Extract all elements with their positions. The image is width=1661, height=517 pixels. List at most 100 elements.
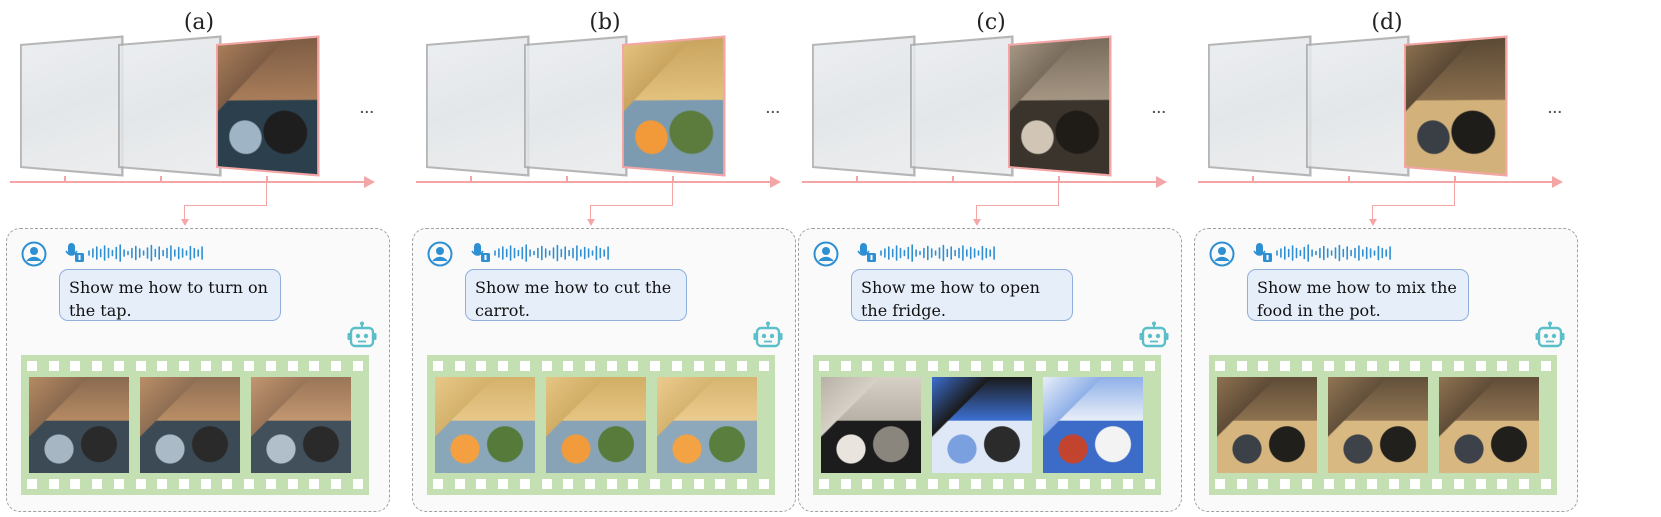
film-hole: [92, 479, 103, 489]
connector-arrowhead: [587, 219, 595, 226]
generated-video-frame: [932, 377, 1032, 473]
user-query-bubble: Show me how to open the fridge.: [851, 269, 1073, 321]
film-hole: [1036, 361, 1047, 371]
waveform-icon: [880, 244, 995, 262]
film-hole: [927, 361, 938, 371]
current-video-frame: [1404, 35, 1508, 177]
film-hole: [1432, 361, 1443, 371]
microphone-icon: [857, 242, 877, 264]
current-video-frame: [1008, 35, 1112, 177]
panel-label: (a): [183, 10, 215, 35]
film-hole: [1144, 479, 1155, 489]
more-frames-ellipsis: ...: [1152, 100, 1167, 116]
past-video-frame: [426, 35, 530, 177]
film-hole: [992, 361, 1003, 371]
dialogue-card: Show me how to turn on the tap.: [6, 228, 390, 512]
generated-video-frame: [29, 377, 129, 473]
mic-icon: [857, 243, 876, 262]
film-hole: [1497, 361, 1508, 371]
timeline-tick: [1454, 176, 1456, 182]
film-hole: [1323, 361, 1334, 371]
film-hole: [905, 361, 916, 371]
film-hole: [971, 361, 982, 371]
film-hole: [628, 361, 639, 371]
film-hole: [884, 361, 895, 371]
audio-waveform-icon: [1275, 243, 1393, 263]
film-hole: [1345, 479, 1356, 489]
generated-video-frame: [251, 377, 351, 473]
film-hole: [1519, 479, 1530, 489]
connector-line: [184, 205, 185, 221]
panel-label: (c): [976, 10, 1006, 35]
film-hole: [737, 479, 748, 489]
robot-icon: [1139, 321, 1169, 348]
timeline-axis: [416, 181, 772, 183]
timeline-arrowhead: [1552, 176, 1563, 188]
mic-icon: [1253, 243, 1272, 262]
film-hole: [563, 361, 574, 371]
film-hole: [606, 361, 617, 371]
audio-waveform-icon: [879, 243, 997, 263]
film-hole: [628, 479, 639, 489]
past-video-frame: [1208, 35, 1312, 177]
generated-video-frame: [657, 377, 757, 473]
film-hole: [563, 479, 574, 489]
film-hole: [1215, 479, 1225, 489]
film-hole: [48, 361, 59, 371]
timeline-axis: [10, 181, 366, 183]
film-hole: [1497, 479, 1508, 489]
connector-line: [976, 205, 1059, 206]
panel-c: (c)... Show me how to open the fridge.: [796, 0, 1186, 517]
connector-arrowhead: [181, 219, 189, 226]
video-frame-stack: ...: [426, 35, 780, 194]
film-hole: [179, 479, 190, 489]
film-hole: [352, 361, 363, 371]
robot-assistant-icon: [753, 321, 783, 349]
mic-icon: [65, 243, 84, 262]
more-frames-ellipsis: ...: [360, 100, 375, 116]
film-strip: [21, 355, 369, 495]
film-perforations-bottom: [819, 479, 1155, 489]
film-hole: [27, 361, 37, 371]
film-hole: [1475, 361, 1486, 371]
film-hole: [905, 479, 916, 489]
film-hole: [758, 479, 769, 489]
panel-a: (a)... Show me how to turn on the tap.: [4, 0, 394, 517]
connector-line: [1058, 181, 1059, 205]
film-hole: [498, 479, 509, 489]
connector-arrowhead: [973, 219, 981, 226]
film-hole: [157, 479, 168, 489]
film-hole: [1036, 479, 1047, 489]
robot-icon: [347, 321, 377, 348]
film-hole: [1123, 479, 1134, 489]
film-hole: [433, 479, 443, 489]
timeline-tick: [1058, 176, 1060, 182]
user-query-bubble: Show me how to mix the food in the pot.: [1247, 269, 1469, 321]
timeline-axis: [802, 181, 1158, 183]
connector-line: [590, 205, 591, 221]
film-hole: [971, 479, 982, 489]
microphone-icon: [471, 242, 491, 264]
film-hole: [92, 361, 103, 371]
robot-assistant-icon: [347, 321, 377, 349]
film-hole: [650, 479, 661, 489]
film-hole: [433, 361, 443, 371]
film-hole: [1258, 479, 1269, 489]
film-hole: [476, 361, 487, 371]
timeline-tick: [566, 176, 568, 182]
generated-video-frame: [1217, 377, 1317, 473]
timeline-arrowhead: [770, 176, 781, 188]
film-hole: [862, 361, 873, 371]
robot-icon: [753, 321, 783, 348]
film-hole: [1388, 361, 1399, 371]
film-hole: [1014, 361, 1025, 371]
film-hole: [1236, 361, 1247, 371]
film-hole: [541, 479, 552, 489]
past-video-frame: [812, 35, 916, 177]
film-hole: [222, 361, 233, 371]
film-strip: [1209, 355, 1557, 495]
dialogue-card: Show me how to cut the carrot.: [412, 228, 796, 512]
past-video-frame: [910, 35, 1014, 177]
film-hole: [1540, 479, 1551, 489]
film-hole: [331, 361, 342, 371]
